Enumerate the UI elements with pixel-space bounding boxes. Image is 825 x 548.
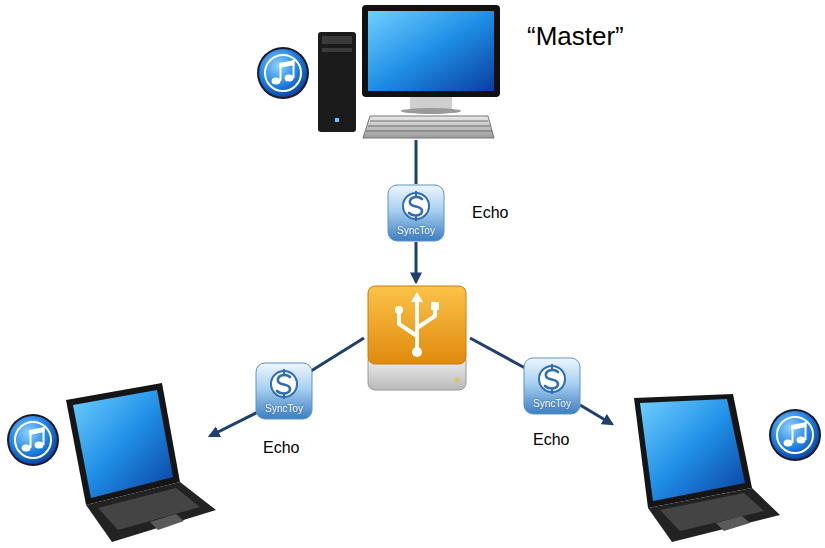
sync-mode-label: Echo (472, 204, 508, 222)
sync-mode-label: Echo (533, 431, 569, 449)
laptop (66, 383, 216, 542)
itunes-icon (7, 414, 59, 466)
desktop-computer (318, 5, 500, 138)
arrow (415, 242, 418, 282)
arrow (210, 412, 258, 436)
sync-lines (210, 140, 612, 436)
arrow (580, 405, 612, 424)
synctoy-icon (256, 363, 312, 419)
wire (415, 140, 418, 184)
usb-drive (368, 286, 466, 390)
icon-caption: SyncToy (533, 398, 571, 410)
wire (470, 338, 525, 368)
master-label: “Master” (527, 22, 624, 52)
icon-caption: SyncToy (397, 225, 435, 237)
icon-caption: SyncToy (265, 403, 303, 415)
wire (311, 338, 364, 371)
synctoy-icon (524, 358, 580, 414)
sync-mode-label: Echo (263, 439, 299, 457)
synctoy-icon (388, 185, 444, 241)
itunes-icon (769, 409, 821, 461)
itunes-icon (257, 47, 309, 99)
laptop (634, 394, 780, 542)
